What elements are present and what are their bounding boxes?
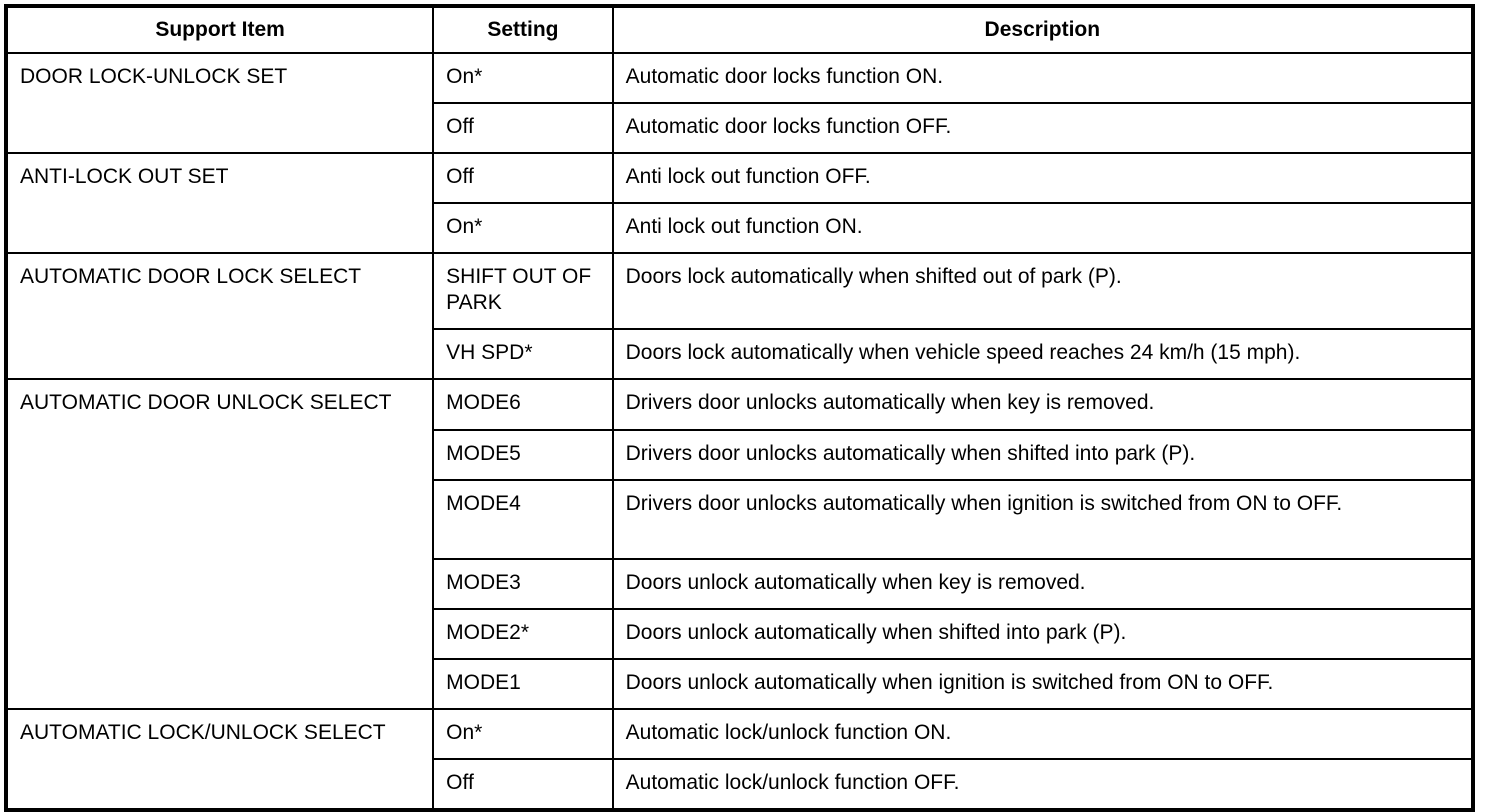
table-row: MODE1 Doors unlock automatically when ig… [6, 658, 1475, 710]
column-header-description: Description [611, 5, 1475, 54]
setting-label: MODE3 [446, 571, 521, 594]
setting-label: MODE5 [446, 442, 521, 465]
support-item-label: ANTI-LOCK OUT SET [20, 165, 229, 188]
description-cell: Anti lock out function OFF. [611, 152, 1475, 204]
column-header-support-item: Support Item [4, 5, 435, 54]
description-cell: Doors lock automatically when vehicle sp… [611, 328, 1475, 380]
description-cell: Drivers door unlocks automatically when … [611, 378, 1475, 431]
page-root: Support Item Setting Description DOOR LO… [4, 4, 1475, 812]
description-text: Automatic lock/unlock function OFF. [625, 771, 960, 794]
setting-label: On* [446, 215, 483, 238]
description-text: Doors unlock automatically when shifted … [625, 621, 1127, 644]
support-item-cell: DOOR LOCK-UNLOCK SET [4, 52, 435, 154]
table-row: MODE2* Doors unlock automatically when s… [6, 608, 1475, 660]
setting-cell: MODE2* [432, 608, 614, 660]
table-row: MODE3 Doors unlock automatically when ke… [6, 558, 1475, 610]
description-cell: Anti lock out function ON. [611, 202, 1475, 254]
description-cell: Doors unlock automatically when shifted … [611, 608, 1475, 660]
setting-label: Off [446, 115, 474, 138]
support-item-label: AUTOMATIC DOOR LOCK SELECT [20, 265, 362, 288]
table-row: DOOR LOCK-UNLOCK SET On* Automatic door … [4, 52, 1475, 154]
setting-label: MODE4 [446, 492, 521, 515]
setting-label: Off [446, 771, 474, 794]
setting-label: Off [446, 165, 474, 188]
table-row: AUTOMATIC DOOR UNLOCK SELECT MODE6 Drive… [4, 378, 1475, 710]
support-item-settings-table: Support Item Setting Description DOOR LO… [4, 4, 1475, 812]
table-row: MODE4 Drivers door unlocks automatically… [6, 479, 1475, 560]
table-row: VH SPD* Doors lock automatically when ve… [6, 328, 1475, 380]
support-item-cell: AUTOMATIC DOOR UNLOCK SELECT [4, 378, 435, 710]
setting-cell: On* [432, 52, 614, 104]
setting-cell: MODE6 [432, 378, 614, 431]
setting-cell: VH SPD* [432, 328, 614, 380]
table-row: ANTI-LOCK OUT SET Off Anti lock out func… [4, 152, 1475, 254]
description-cell: Doors unlock automatically when key is r… [611, 558, 1475, 610]
setting-cell: MODE5 [432, 429, 614, 481]
table-row: On* Anti lock out function ON. [6, 202, 1475, 254]
setting-cell: MODE3 [432, 558, 614, 610]
setting-cell: Off [432, 152, 614, 204]
table-row: AUTOMATIC DOOR LOCK SELECT SHIFT OUT OF … [4, 252, 1475, 380]
support-item-cell: AUTOMATIC LOCK/UNLOCK SELECT [4, 708, 435, 811]
table-row: Off Automatic door locks function OFF. [6, 102, 1475, 154]
description-text: Automatic door locks function OFF. [625, 115, 952, 138]
support-item-label: DOOR LOCK-UNLOCK SET [20, 65, 288, 88]
table-body: DOOR LOCK-UNLOCK SET On* Automatic door … [4, 52, 1475, 811]
table-row: MODE5 Drivers door unlocks automatically… [6, 429, 1475, 481]
setting-cell: On* [432, 708, 614, 760]
table-header: Support Item Setting Description [4, 5, 1475, 54]
description-cell: Doors lock automatically when shifted ou… [611, 252, 1475, 330]
setting-label: SHIFT OUT OF PARK [446, 265, 592, 314]
table-header-row: Support Item Setting Description [4, 5, 1475, 54]
setting-label: MODE2* [446, 621, 530, 644]
description-cell: Automatic door locks function OFF. [611, 102, 1475, 154]
setting-cell: Off [432, 102, 614, 154]
setting-label: VH SPD* [446, 341, 533, 364]
description-text: Doors lock automatically when shifted ou… [625, 265, 1122, 288]
description-cell: Drivers door unlocks automatically when … [611, 429, 1475, 481]
setting-label: MODE1 [446, 671, 521, 694]
setting-cell: On* [432, 202, 614, 254]
description-text: Automatic lock/unlock function ON. [625, 721, 952, 744]
setting-label: On* [446, 65, 483, 88]
setting-cell: Off [432, 758, 614, 811]
table-row: AUTOMATIC LOCK/UNLOCK SELECT On* Automat… [4, 708, 1475, 811]
setting-cell: MODE1 [432, 658, 614, 710]
description-text: Anti lock out function OFF. [625, 165, 871, 188]
description-text: Doors unlock automatically when ignition… [625, 671, 1274, 694]
description-cell: Automatic lock/unlock function ON. [611, 708, 1475, 760]
description-text: Drivers door unlocks automatically when … [625, 391, 1155, 414]
setting-cell: SHIFT OUT OF PARK [432, 252, 614, 330]
description-cell: Automatic lock/unlock function OFF. [611, 758, 1475, 811]
description-text: Drivers door unlocks automatically when … [625, 442, 1196, 465]
description-text: Doors unlock automatically when key is r… [625, 571, 1086, 594]
setting-label: On* [446, 721, 483, 744]
description-text: Doors lock automatically when vehicle sp… [625, 341, 1301, 364]
description-text: Anti lock out function ON. [625, 215, 863, 238]
support-item-label: AUTOMATIC LOCK/UNLOCK SELECT [20, 721, 386, 744]
column-header-setting: Setting [432, 5, 614, 54]
setting-label: MODE6 [446, 391, 521, 414]
description-text: Automatic door locks function ON. [625, 65, 944, 88]
description-cell: Doors unlock automatically when ignition… [611, 658, 1475, 710]
description-text: Drivers door unlocks automatically when … [625, 492, 1343, 515]
description-cell: Automatic door locks function ON. [611, 52, 1475, 104]
description-cell: Drivers door unlocks automatically when … [611, 479, 1475, 560]
support-item-cell: ANTI-LOCK OUT SET [4, 152, 435, 254]
support-item-cell: AUTOMATIC DOOR LOCK SELECT [4, 252, 435, 380]
setting-cell: MODE4 [432, 479, 614, 560]
support-item-label: AUTOMATIC DOOR UNLOCK SELECT [20, 391, 392, 414]
